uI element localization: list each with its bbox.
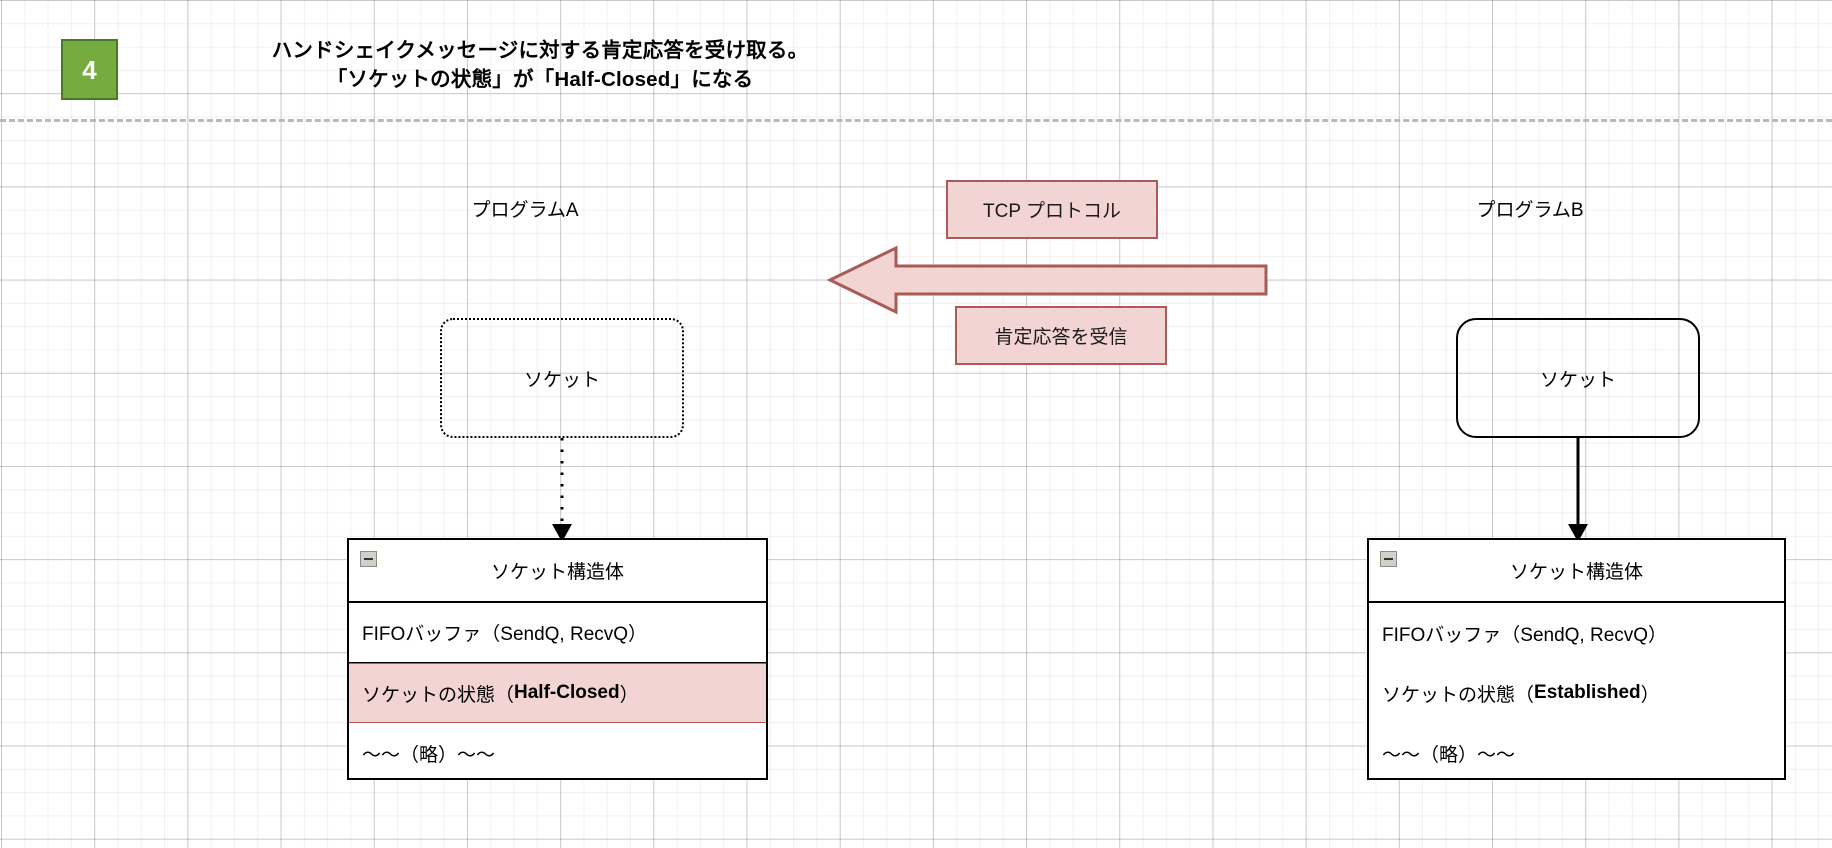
struct-row-omitted-a: 〜〜（略）〜〜	[349, 723, 766, 783]
socket-struct-table-b: ソケット構造体 FIFOバッファ（SendQ, RecvQ） ソケットの状態（E…	[1367, 538, 1786, 780]
struct-row-omitted-b: 〜〜（略）〜〜	[1369, 723, 1784, 783]
ack-received-label: 肯定応答を受信	[955, 306, 1167, 365]
struct-row-omitted-b-text: 〜〜（略）〜〜	[1382, 744, 1516, 766]
column-title-program-a: プログラムA	[471, 200, 579, 221]
struct-row-fifo-a: FIFOバッファ（SendQ, RecvQ）	[349, 603, 766, 663]
struct-header-label-b: ソケット構造体	[1509, 562, 1643, 583]
struct-row-fifo-a-text: FIFOバッファ（SendQ, RecvQ）	[362, 624, 648, 645]
step-title: ハンドシェイクメッセージに対する肯定応答を受け取る。 「ソケットの状態」が「Ha…	[271, 39, 809, 92]
socket-struct-table-a: ソケット構造体 FIFOバッファ（SendQ, RecvQ） ソケットの状態（H…	[347, 538, 768, 780]
struct-header-b: ソケット構造体	[1369, 540, 1784, 603]
struct-row-state-b-suffix: ）	[1640, 684, 1660, 706]
collapse-minus-icon[interactable]	[360, 551, 377, 567]
socket-shape-program-a: ソケット	[440, 318, 684, 438]
ack-received-text: 肯定応答を受信	[994, 327, 1128, 348]
struct-row-state-b-value: Established	[1534, 682, 1641, 703]
header-divider	[0, 119, 1832, 122]
step-number-badge: 4	[61, 39, 118, 100]
dotted-connector-arrow-a	[552, 438, 572, 542]
struct-row-state-a-suffix: ）	[619, 684, 639, 706]
struct-row-fifo-b-text: FIFOバッファ（SendQ, RecvQ）	[1382, 624, 1668, 646]
collapse-minus-icon[interactable]	[1380, 551, 1397, 567]
struct-row-fifo-b: FIFOバッファ（SendQ, RecvQ）	[1369, 603, 1784, 663]
struct-row-omitted-a-text: 〜〜（略）〜〜	[362, 744, 496, 766]
solid-connector-arrow-b	[1568, 438, 1588, 542]
socket-label-a: ソケット	[523, 369, 600, 391]
struct-row-state-b-prefix: ソケットの状態（	[1382, 684, 1535, 706]
struct-header-a: ソケット構造体	[349, 540, 766, 603]
socket-label-b: ソケット	[1539, 369, 1616, 391]
column-title-program-b: プログラムB	[1476, 200, 1584, 221]
struct-row-state-a-prefix: ソケットの状態（	[362, 684, 515, 706]
tcp-protocol-label: TCP プロトコル	[946, 180, 1158, 239]
struct-row-state-a: ソケットの状態（Half-Closed）	[349, 663, 766, 723]
protocol-message-arrow	[826, 245, 1268, 315]
struct-header-label-a: ソケット構造体	[490, 562, 624, 583]
struct-row-state-a-value: Half-Closed	[514, 682, 620, 703]
tcp-protocol-text: TCP プロトコル	[983, 201, 1121, 222]
socket-shape-program-b: ソケット	[1456, 318, 1700, 438]
struct-row-state-b: ソケットの状態（Established）	[1369, 663, 1784, 723]
